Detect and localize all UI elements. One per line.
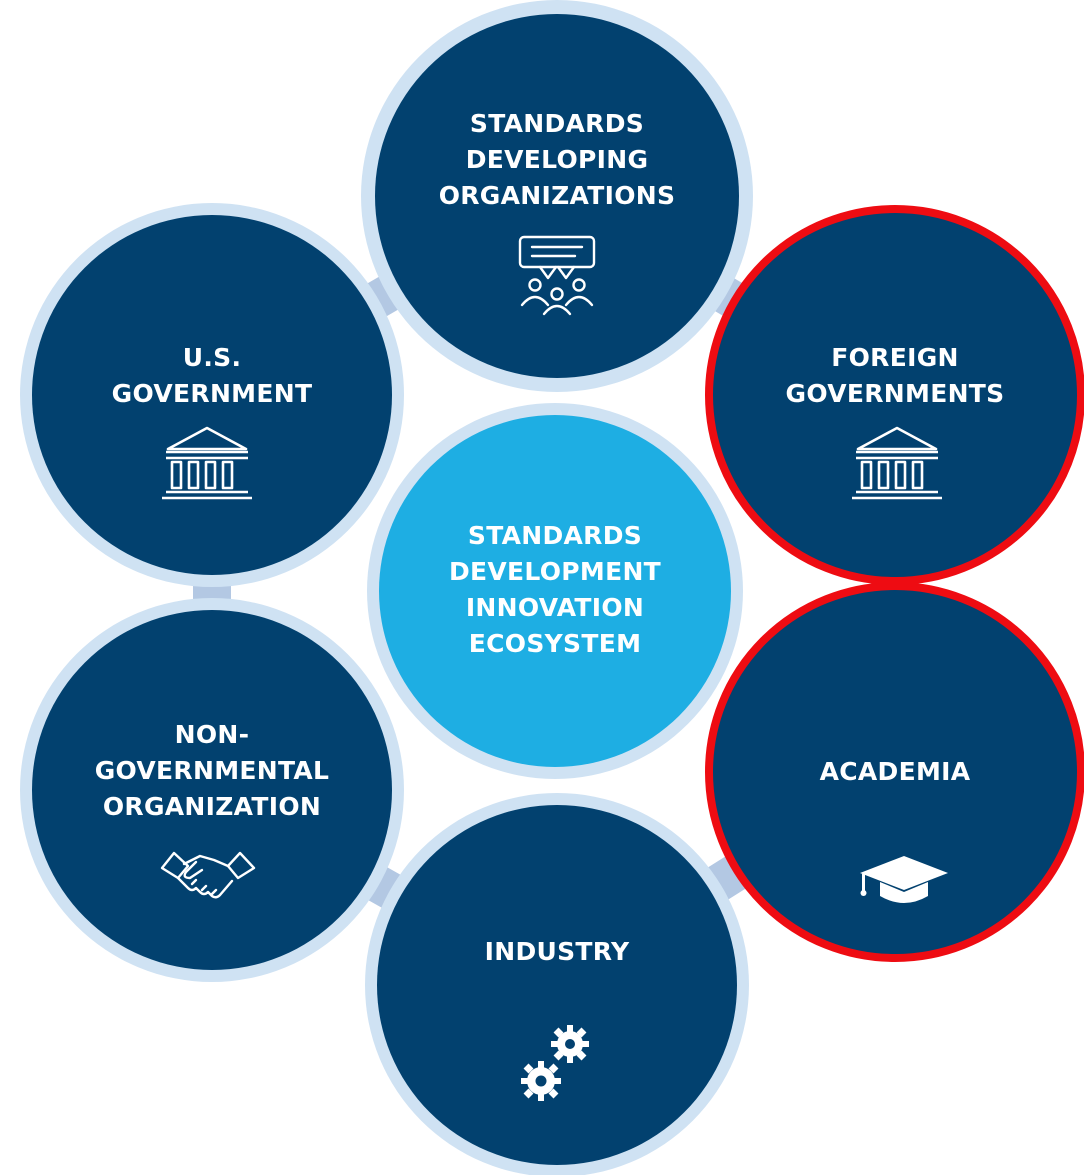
node-label-foreign-governments: FOREIGN GOVERNMENTS bbox=[785, 343, 1005, 408]
node-foreign-governments bbox=[705, 205, 1084, 585]
node-academia bbox=[705, 582, 1084, 962]
node-label-non-governmental-organization: NON- GOVERNMENTAL ORGANIZATION bbox=[94, 720, 330, 821]
node-label-industry: INDUSTRY bbox=[484, 937, 630, 966]
highlight-ring bbox=[705, 582, 1084, 962]
node-standards-developing-organizations bbox=[361, 0, 753, 392]
handshake-icon bbox=[160, 851, 256, 899]
node-label-standards-developing-organizations: STANDARDS DEVELOPING ORGANIZATIONS bbox=[438, 109, 676, 210]
node-label-us-government: U.S. GOVERNMENT bbox=[111, 343, 313, 408]
center-label: STANDARDS DEVELOPMENT INNOVATION ECOSYST… bbox=[448, 521, 662, 658]
highlight-ring bbox=[705, 205, 1084, 585]
gears-icon bbox=[521, 1025, 589, 1101]
node-label-academia: ACADEMIA bbox=[819, 757, 971, 786]
government-building-icon bbox=[852, 426, 942, 500]
center-node bbox=[367, 403, 743, 779]
node-us-government bbox=[20, 203, 404, 587]
government-building-icon bbox=[162, 426, 252, 500]
node-industry bbox=[365, 793, 749, 1175]
graduation-cap-icon bbox=[860, 856, 948, 903]
node-non-governmental-organization bbox=[20, 598, 404, 982]
presentation-meeting-icon bbox=[518, 235, 596, 316]
